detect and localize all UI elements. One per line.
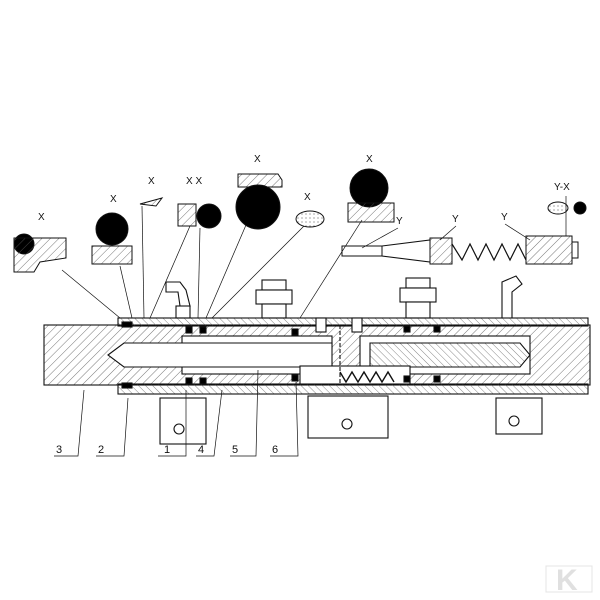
installed-seals <box>121 321 441 389</box>
seal-kit <box>13 168 587 319</box>
seal-label-x5: X <box>254 154 261 165</box>
seal-leader-lines <box>61 196 567 319</box>
mounting-bracket-right <box>495 397 543 435</box>
seal-y-x <box>547 201 587 215</box>
brand-watermark-logo: K <box>545 564 593 597</box>
elbow-fitting-right <box>501 275 523 319</box>
valve-body-section <box>43 275 591 445</box>
piston-seal-x5 <box>235 173 283 230</box>
part-number-6: 6 <box>272 444 278 456</box>
oval-seal-x6 <box>295 210 325 228</box>
seal-label-x2: X <box>110 194 117 205</box>
seal-label-x3: X <box>148 176 155 187</box>
o-ring-seal-x7 <box>347 168 395 223</box>
o-ring-seal-x2 <box>91 212 133 265</box>
seal-label-x4: X X <box>186 176 202 187</box>
spool-spring-assembly-y <box>341 235 579 265</box>
seal-label-x6: X <box>304 192 311 203</box>
seal-label-y-x: Y-X <box>554 182 570 193</box>
backup-ring-pair-x4 <box>177 203 222 229</box>
part-number-5: 5 <box>232 444 238 456</box>
o-ring-seal-x1 <box>13 233 67 273</box>
seal-label-y2: Y <box>452 214 459 225</box>
seal-label-x7: X <box>366 154 373 165</box>
part-callout-lines <box>54 369 299 457</box>
mounting-bracket-left <box>159 397 207 445</box>
mounting-bracket-center <box>307 395 389 439</box>
wiper-ring-x3 <box>139 197 164 207</box>
svg-text:K: K <box>556 564 578 597</box>
elbow-fitting-left <box>165 281 191 319</box>
seal-label-x1: X <box>38 212 45 223</box>
part-number-3: 3 <box>56 444 62 456</box>
seal-label-y1: Y <box>396 216 403 227</box>
port-fitting-1 <box>255 279 293 319</box>
part-number-2: 2 <box>98 444 104 456</box>
port-fitting-2 <box>399 277 437 319</box>
seal-label-y3: Y <box>501 212 508 223</box>
part-number-1: 1 <box>164 444 170 456</box>
part-number-4: 4 <box>198 444 204 456</box>
